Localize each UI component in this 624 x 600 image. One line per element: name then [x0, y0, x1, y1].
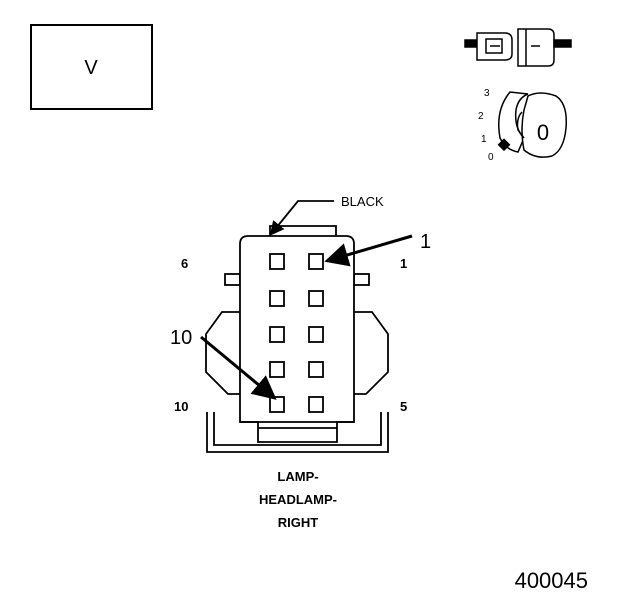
view-box: V: [30, 24, 153, 110]
cavity-7: [269, 290, 285, 307]
figure-number: 400045: [515, 568, 588, 593]
callout-last: 10: [170, 327, 277, 400]
wire-color-label: BLACK: [341, 194, 384, 209]
cavity-4: [308, 361, 324, 378]
cavity-8: [269, 326, 285, 343]
view-label: V: [84, 57, 98, 79]
side-number-bottom-left: 10: [174, 399, 188, 414]
key-position-2: 2: [478, 111, 484, 122]
key-position-0: 0: [488, 152, 494, 163]
cavity-5: [308, 396, 324, 413]
connector-title-line-1: LAMP-: [277, 469, 318, 484]
cavity-10: [269, 396, 285, 413]
cavity-6: [269, 253, 285, 270]
callout-first: 1: [324, 231, 431, 267]
side-number-top-right: 1: [400, 256, 407, 271]
cavity-grid: [269, 253, 324, 413]
connector-title: LAMP- HEADLAMP- RIGHT: [259, 469, 337, 530]
cavity-1: [308, 253, 324, 270]
key-position-1: 1: [481, 134, 487, 145]
connector-plug-icon: [464, 28, 572, 67]
ignition-key-icon: 3 2 1 0 0: [478, 88, 568, 163]
callout-first-label: 1: [420, 231, 431, 253]
key-position-3: 3: [484, 88, 490, 99]
connector-body: [205, 225, 389, 453]
side-number-bottom-right: 5: [400, 399, 407, 414]
key-head-label: 0: [537, 120, 549, 145]
cavity-3: [308, 326, 324, 343]
cavity-2: [308, 290, 324, 307]
cavity-9: [269, 361, 285, 378]
connector-title-line-2: HEADLAMP-: [259, 492, 337, 507]
side-number-top-left: 6: [181, 256, 188, 271]
wire-color-callout: BLACK: [269, 194, 384, 236]
callout-last-label: 10: [170, 327, 192, 349]
connector-title-line-3: RIGHT: [278, 515, 319, 530]
